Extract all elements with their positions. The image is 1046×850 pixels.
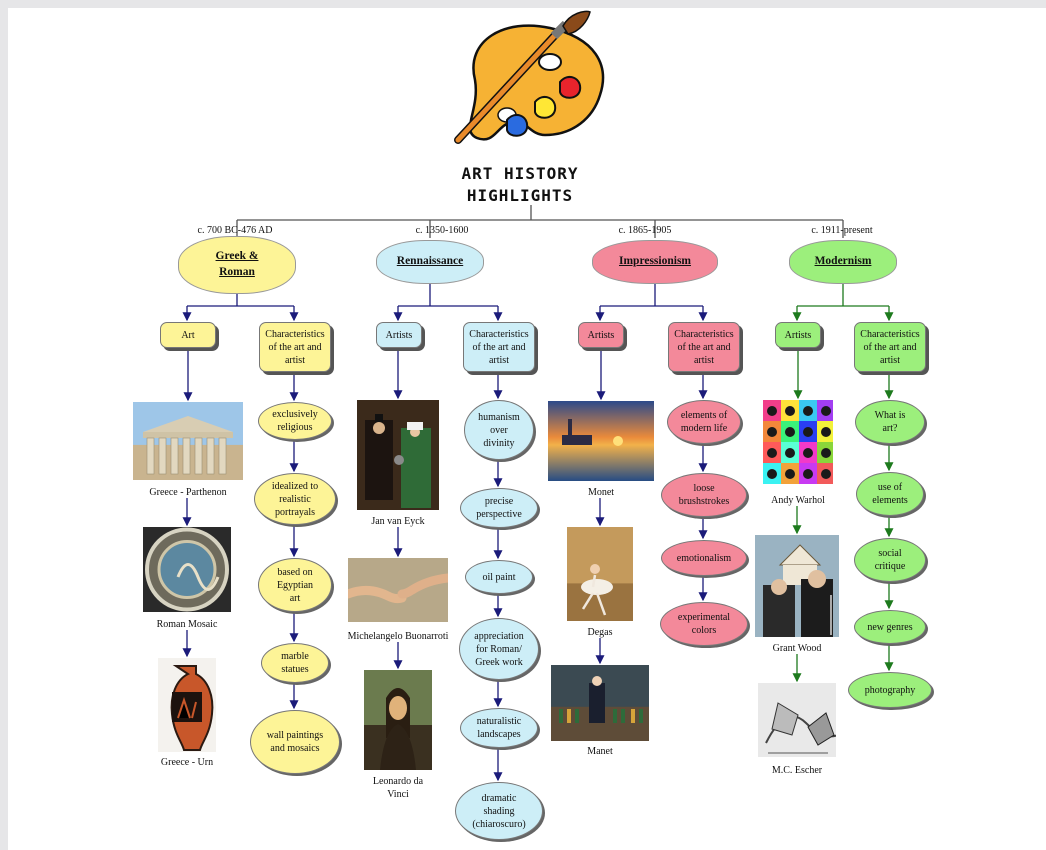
period-date: c. 1865-1905: [618, 225, 672, 236]
artwork-caption: Greece - Urn: [160, 757, 214, 768]
title-line-2: HIGHLIGHTS: [466, 186, 574, 205]
artwork-caption: Grant Wood: [772, 643, 822, 654]
period-date: c. 1911-present: [811, 225, 873, 236]
period-heading: Rennaissance: [380, 244, 480, 280]
artwork-caption: Monet: [587, 487, 615, 498]
artwork-caption: Jan van Eyck: [371, 516, 425, 527]
characteristic-oval: photography: [848, 672, 932, 708]
mona-lisa-image: [364, 670, 432, 770]
greek-urn-image: [158, 658, 216, 752]
warhol-pop-portraits-image: [763, 400, 833, 484]
characteristic-oval: new genres: [854, 610, 926, 644]
paintbrush-icon: [454, 10, 591, 144]
roman-mosaic-image: [143, 527, 231, 612]
american-gothic-image: [755, 535, 839, 637]
artwork-caption: Andy Warhol: [771, 495, 825, 506]
characteristic-oval: oil paint: [465, 560, 533, 594]
monet-venice-sunset-image: [548, 401, 654, 481]
manet-bar-image: [551, 665, 649, 741]
characteristic-oval: emotionalism: [661, 540, 747, 576]
artists-box: Artists: [376, 322, 422, 348]
artwork-caption: Manet: [587, 746, 613, 757]
parthenon-image: [133, 402, 243, 480]
arnolfini-portrait-image: [357, 400, 439, 510]
title-line-1: ART HISTORY: [461, 164, 579, 183]
artwork-caption: Roman Mosaic: [156, 619, 218, 630]
period-heading: Impressionism: [596, 244, 714, 280]
period-date: c. 1350-1600: [415, 225, 469, 236]
degas-dancer-image: [567, 527, 633, 621]
artists-box: Artists: [775, 322, 821, 348]
artists-box: Artists: [578, 322, 624, 348]
period-heading: Greek &Roman: [182, 240, 292, 290]
period-date: c. 700 BC-476 AD: [197, 225, 273, 236]
palette-icon: [468, 24, 605, 141]
artwork-caption: Degas: [587, 627, 613, 638]
artwork-caption: M.C. Escher: [771, 765, 823, 776]
artists-box: Art: [160, 322, 216, 348]
artwork-caption: Michelangelo Buonarroti: [347, 631, 449, 642]
creation-of-adam-image: [348, 558, 448, 622]
escher-drawing-image: [758, 683, 836, 757]
period-heading: Modernism: [793, 244, 893, 280]
artwork-caption: Greece - Parthenon: [149, 487, 227, 498]
